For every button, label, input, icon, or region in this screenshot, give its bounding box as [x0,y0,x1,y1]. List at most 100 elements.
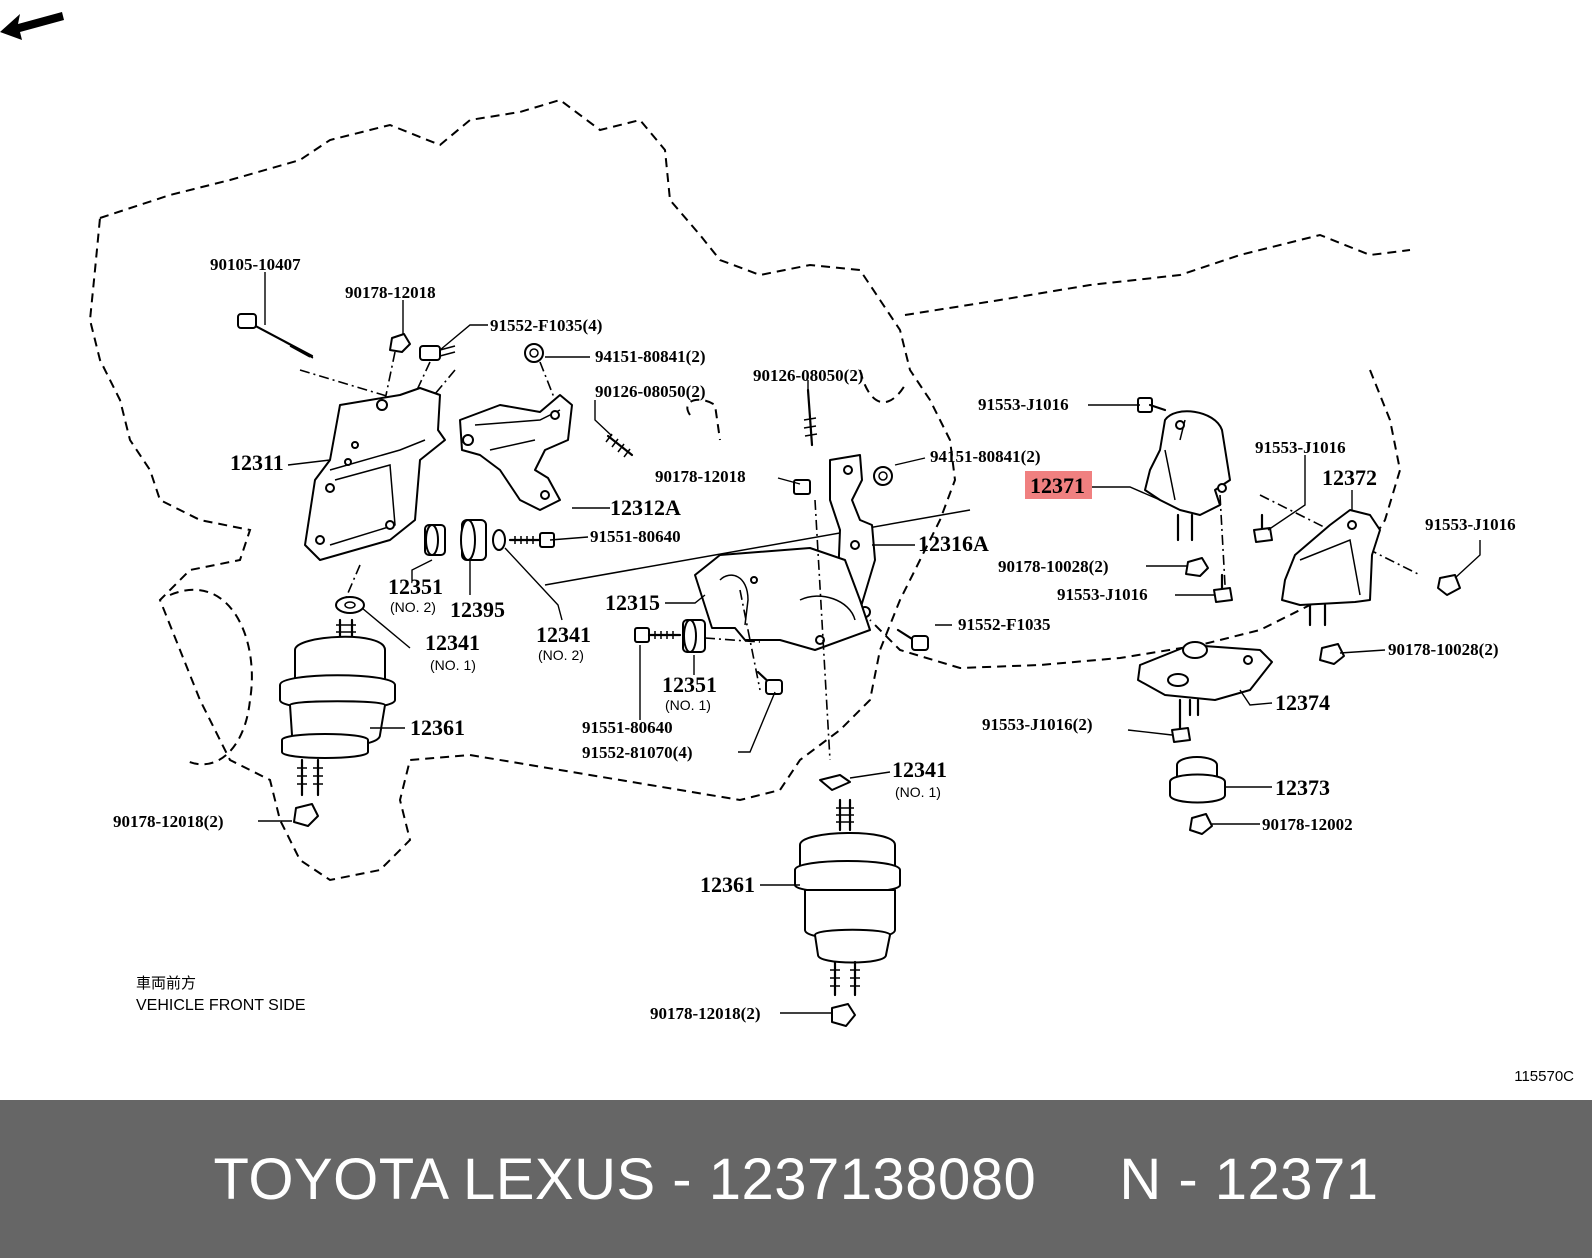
front-note-jp: 車両前方 [136,974,197,992]
bracket-12315 [694,547,871,651]
label-91553-J1016-b: 91553-J1016 [1057,585,1148,604]
bracket-12311 [304,387,446,561]
bolt-91553-J1016-a [1137,397,1167,413]
bracket-axis [704,499,831,761]
diagram-id: 115570C [1514,1068,1574,1085]
bracket-12371 [1144,410,1231,542]
label-90178-12018-top: 90178-12018 [345,283,436,302]
bolt-91553-J1016-2 [1171,698,1191,743]
nut-94151-80841-a [524,343,544,363]
left-mount-axis [344,564,361,601]
engine-mount-12361-mid [794,798,901,997]
label-90126-08050-2-b: 90126-08050(2) [753,366,863,385]
stopper-12373 [1169,756,1226,804]
label-12372: 12372 [1322,465,1377,490]
label-94151-80841-2-b: 94151-80841(2) [930,447,1040,466]
label-12361-mid: 12361 [700,872,755,897]
engine-inner [686,398,721,441]
bolt-90105-10407 [237,313,314,359]
label-90178-10028-2-b: 90178-10028(2) [1388,640,1498,659]
bushing-12351-no2 [424,524,446,556]
bolt-91552-F1035 [896,628,929,651]
label-12373: 12373 [1275,775,1330,800]
nut-90178-12002 [1189,813,1213,835]
bolt-91553-J1016-b [1213,573,1233,603]
label-91552-F1035-4: 91552-F1035(4) [490,316,602,335]
label-90126-08050-2-a: 90126-08050(2) [595,382,705,401]
label-90178-10028-2-a: 90178-10028(2) [998,557,1108,576]
nut-94151-80841-b [873,466,893,486]
label-90105-10407: 90105-10407 [210,255,301,274]
caption-text: TOYOTA LEXUS - 1237138080 N - 12371 [213,1146,1379,1212]
label-91552-81070-4: 91552-81070(4) [582,743,692,762]
nut-90178-10028-b [1319,643,1345,665]
nut-90178-10028-a [1185,557,1209,577]
label-91553-J1016-c: 91553-J1016 [1255,438,1346,457]
washer-12341-no1-a [335,596,365,614]
label-91551-80640-a: 91551-80640 [590,527,681,546]
label-12312A: 12312A [610,495,681,520]
nut-90178-12018-mid [793,479,811,495]
engine-mount-12361-left [279,618,396,797]
bushing-12351-no1 [682,619,706,653]
label-12371: 12371 [1030,473,1085,498]
label-no2-a: (NO. 2) [390,599,436,615]
bolt-axis [299,369,401,401]
crossmember-line [544,509,971,586]
engine-outline [88,98,957,882]
stud-90126-08050-b [803,388,818,447]
front-note-en: VEHICLE FRONT SIDE [136,997,306,1014]
label-90178-12002: 90178-12002 [1262,815,1353,834]
label-12361-left: 12361 [410,715,465,740]
label-12341-no2: 12341 [536,622,591,647]
flywheel-outline [169,588,253,766]
bolt-91551-80640-a [508,532,555,548]
caption-bar: TOYOTA LEXUS - 1237138080 N - 12371 [0,1100,1592,1258]
hardware-axis-left [384,351,456,406]
leader-lines [258,272,1481,1014]
label-12351-no2: 12351 [388,574,443,599]
washer-12341-no1-b [819,774,851,791]
label-12341-no1-a: 12341 [425,630,480,655]
label-12315: 12315 [605,590,660,615]
label-91552-F1035: 91552-F1035 [958,615,1051,634]
label-no1-a: (NO. 1) [430,657,476,673]
label-12341-no1-b: 12341 [892,757,947,782]
washer-12341-no2 [492,529,506,551]
label-no2-b: (NO. 2) [538,647,584,663]
stud-90126-08050-a [605,433,634,458]
label-12351-no1: 12351 [662,672,717,697]
label-91551-80640-b: 91551-80640 [582,718,673,737]
bolt-91551-80640-b [634,627,682,643]
label-no1-c: (NO. 1) [895,784,941,800]
label-91553-J1016-d: 91553-J1016 [1425,515,1516,534]
label-no1-b: (NO. 1) [665,697,711,713]
label-12395: 12395 [450,597,505,622]
front-arrow-icon [0,12,64,40]
bolt-91553-J1016-c [1253,513,1273,543]
bolt-91553-J1016-d [1437,574,1461,596]
bracket-12372 [1281,509,1381,627]
parts-diagram: 90105-10407 90178-12018 91552-F1035(4) 9… [0,12,1574,1085]
bolt-91552-F1035-top [419,345,456,361]
label-90178-12018-2-b: 90178-12018(2) [650,1004,760,1023]
transmission-outline [869,233,1411,670]
diagram-canvas: 90105-10407 90178-12018 91552-F1035(4) 9… [88,98,1516,1027]
nut-90178-12018-2-b [831,1003,856,1027]
nut-axis-a [539,361,556,401]
bolt-91552-81070 [756,670,783,695]
label-12316A: 12316A [918,531,989,556]
part-highlight [1025,471,1092,499]
nut-90178-12018-2-a [293,803,319,827]
bracket-12312A [459,394,573,511]
label-12374: 12374 [1275,690,1330,715]
label-12311: 12311 [230,450,284,475]
engine-inner-2 [859,369,906,404]
label-90178-12018-mid: 90178-12018 [655,467,746,486]
label-91553-J1016-a: 91553-J1016 [978,395,1069,414]
label-90178-12018-2-a: 90178-12018(2) [113,812,223,831]
crossmember-12374 [1137,641,1273,717]
label-91553-J1016-2: 91553-J1016(2) [982,715,1092,734]
label-94151-80841-2-a: 94151-80841(2) [595,347,705,366]
nut-90178-12018-top [389,333,411,353]
